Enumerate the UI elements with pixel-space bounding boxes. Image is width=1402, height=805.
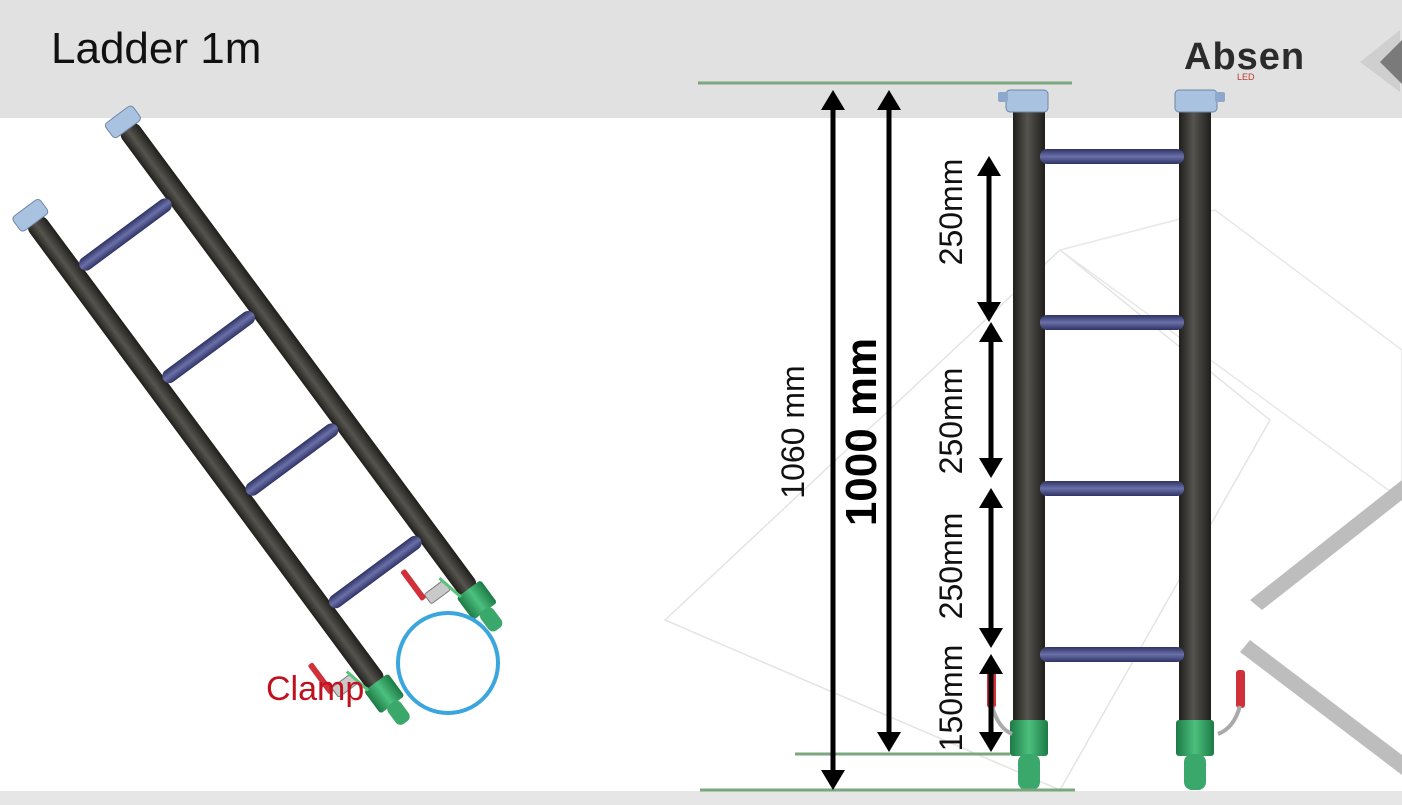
- foot-pin: [479, 607, 503, 632]
- foot-pin: [1018, 754, 1040, 790]
- foot: [1176, 720, 1214, 756]
- rung: [328, 535, 422, 609]
- seg1-label: 250mm: [933, 159, 969, 266]
- top-cap-tab: [1215, 92, 1225, 102]
- top-cap-tab: [998, 92, 1008, 102]
- rung: [1040, 149, 1184, 164]
- seg4-label: 150mm: [933, 645, 969, 752]
- logo-sub-text: LED: [1237, 72, 1255, 82]
- clamp-highlight-circle: [396, 611, 500, 715]
- seg3-label: 250mm: [933, 513, 969, 620]
- left-rail: [28, 216, 384, 689]
- footer-bar: [0, 791, 1402, 805]
- rung: [1040, 481, 1184, 496]
- foot: [1010, 720, 1048, 756]
- right-rail: [1179, 106, 1211, 726]
- foot-pin: [1184, 754, 1206, 790]
- dimension-arrows: [821, 90, 1003, 790]
- top-cap: [12, 199, 49, 232]
- rung: [245, 423, 339, 496]
- clamp-assembly: [308, 662, 370, 698]
- rung: [1040, 315, 1184, 330]
- right-rail: [120, 122, 477, 596]
- seg2-label: 250mm: [933, 368, 969, 475]
- top-cap: [104, 105, 141, 139]
- rung: [162, 310, 256, 384]
- clamp-assembly: [1217, 670, 1245, 736]
- tilted-ladder: [12, 105, 503, 725]
- clamp-label: Clamp: [266, 670, 364, 708]
- slide-title: Ladder 1m: [51, 24, 262, 73]
- rung: [79, 198, 172, 271]
- absen-logo: Absen: [1184, 36, 1306, 78]
- top-cap: [1174, 89, 1218, 113]
- background-decoration: [663, 30, 1402, 791]
- total-height-label: 1060 mm: [775, 365, 811, 498]
- top-cap: [1005, 89, 1049, 113]
- left-rail: [1013, 106, 1045, 726]
- header-bar: [0, 0, 1402, 118]
- rung: [1040, 647, 1184, 662]
- foot-pin: [387, 700, 410, 725]
- clamp-assembly: [401, 569, 462, 604]
- ladder-height-label: 1000 mm: [837, 338, 886, 526]
- upright-ladder: [987, 89, 1245, 790]
